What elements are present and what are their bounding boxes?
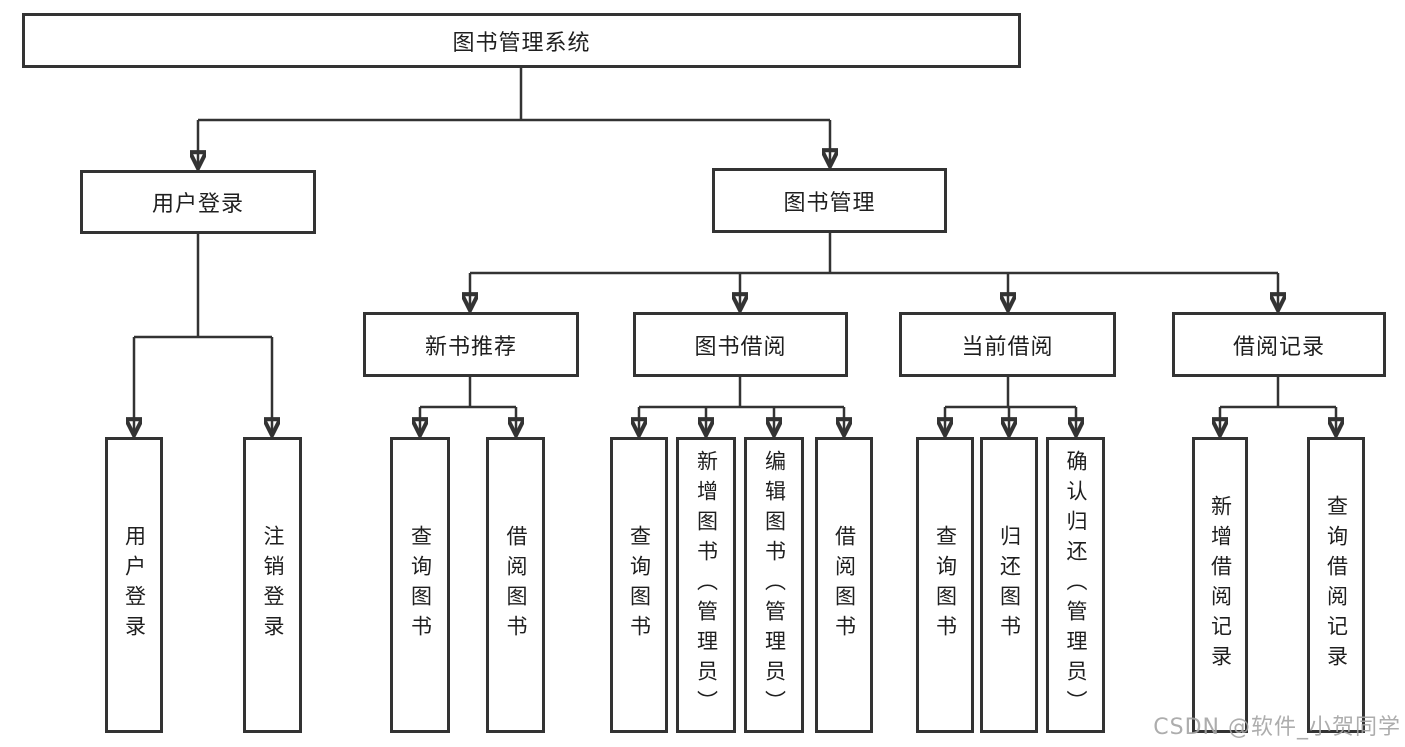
node-leaf-borrow-books-recommend: 借阅图书 [486,437,545,733]
node-label: 查询图书 [627,525,652,645]
node-leaf-user-login: 用户登录 [105,437,163,733]
node-label: 查询图书 [933,525,958,645]
node-leaf-query-books-borrowing: 查询图书 [610,437,668,733]
node-label: 图书借阅 [694,334,787,360]
node-label: 图书管理系统 [452,30,591,56]
node-label: 用户登录 [122,525,147,645]
node-label: 编辑图书（管理员） [762,450,787,720]
node-leaf-add-borrow-record: 新增借阅记录 [1192,437,1248,733]
node-label: 查询借阅记录 [1324,495,1349,675]
connector-current-borrowing-branch [945,377,1076,433]
csdn-watermark: CSDN @软件_小贺同学 [1153,715,1401,740]
node-label: 新增借阅记录 [1208,495,1233,675]
node-leaf-logout: 注销登录 [243,437,302,733]
node-label: 图书管理 [783,190,876,216]
node-label: 注销登录 [261,525,285,645]
node-leaf-query-borrow-record: 查询借阅记录 [1307,437,1365,733]
node-label: 当前借阅 [961,334,1054,360]
node-book-borrowing: 图书借阅 [633,312,848,377]
node-new-book-recommend: 新书推荐 [363,312,579,377]
connector-book-borrowing-branch [639,377,844,433]
connector-root-to-level2 [198,68,830,166]
connector-user-login-branch [134,234,272,433]
node-leaf-query-books-recommend: 查询图书 [390,437,450,733]
node-user-login: 用户登录 [80,170,316,234]
node-book-management: 图书管理 [712,168,947,233]
node-label: 归还图书 [997,525,1022,645]
node-leaf-return-book: 归还图书 [980,437,1038,733]
node-label: 借阅图书 [832,525,857,645]
node-leaf-query-books-current: 查询图书 [916,437,974,733]
connector-new-book-recommend-branch [420,377,516,433]
node-leaf-add-book-admin: 新增图书（管理员） [676,437,736,733]
node-current-borrowing: 当前借阅 [899,312,1116,377]
node-leaf-edit-book-admin: 编辑图书（管理员） [744,437,804,733]
node-label: 借阅记录 [1232,334,1325,360]
connector-book-management-branch [470,233,1278,308]
node-label: 查询图书 [408,525,433,645]
node-label: 借阅图书 [504,525,528,645]
node-borrowing-records: 借阅记录 [1172,312,1386,377]
node-label: 用户登录 [151,192,244,217]
node-label: 新书推荐 [424,334,517,360]
connector-borrowing-records-branch [1220,377,1336,433]
node-leaf-confirm-return-admin: 确认归还（管理员） [1046,437,1105,733]
node-label: 新增图书（管理员） [694,450,719,720]
node-library-management-system: 图书管理系统 [22,13,1021,68]
node-label: 确认归还（管理员） [1064,450,1088,720]
node-leaf-borrow-books-borrowing: 借阅图书 [815,437,873,733]
